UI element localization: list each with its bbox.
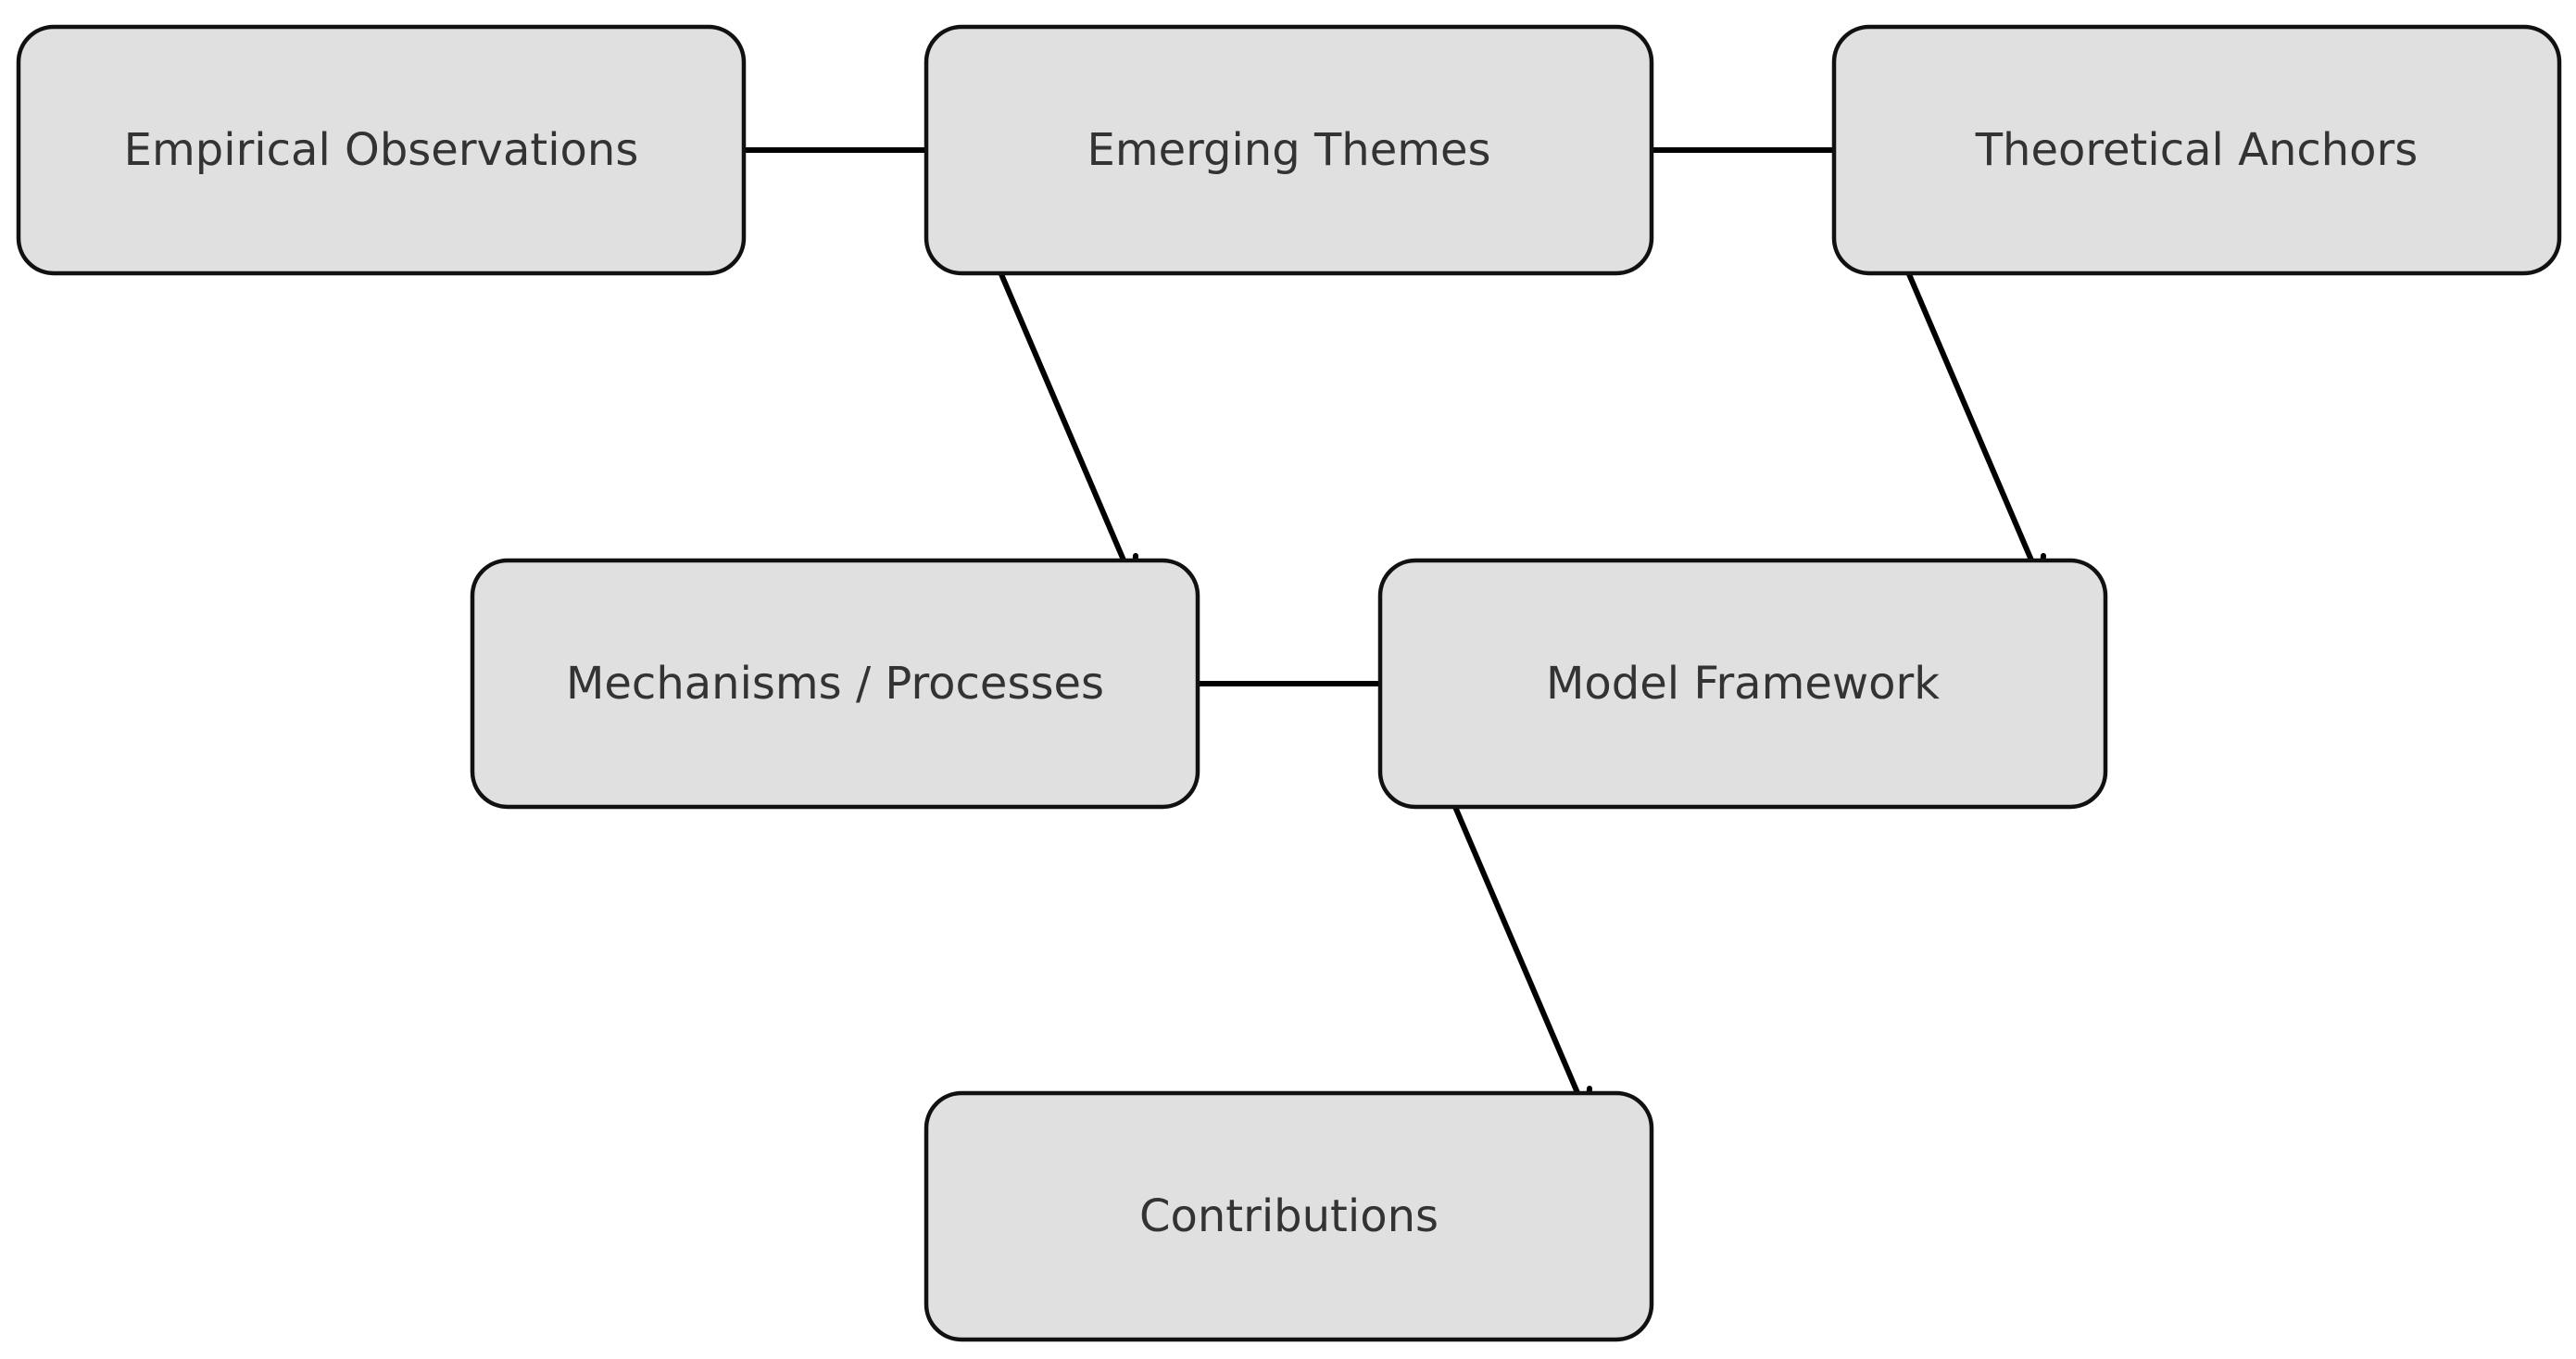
node-mechanisms-processes: Mechanisms / Processes [470, 558, 1200, 810]
edge-framework-to-contributions [1441, 778, 1592, 1119]
node-empirical-observations: Empirical Observations [16, 24, 747, 276]
node-contributions: Contributions [924, 1090, 1654, 1342]
node-box [1377, 558, 2108, 810]
node-theoretical-anchors: Theoretical Anchors [1831, 24, 2562, 276]
node-box [16, 24, 747, 276]
node-box [1831, 24, 2562, 276]
edge-anchors-to-framework [1895, 245, 2046, 586]
node-box [924, 24, 1654, 276]
edge-themes-to-mechanisms [987, 245, 1138, 586]
node-label: Theoretical Anchors [1975, 124, 2419, 176]
node-label: Model Framework [1546, 658, 1940, 710]
node-label: Emerging Themes [1087, 124, 1490, 176]
node-label: Mechanisms / Processes [566, 658, 1104, 710]
node-box [470, 558, 1200, 810]
node-emerging-themes: Emerging Themes [924, 24, 1654, 276]
node-box [924, 1090, 1654, 1342]
node-label: Empirical Observations [124, 124, 639, 176]
node-label: Contributions [1139, 1190, 1439, 1242]
node-model-framework: Model Framework [1377, 558, 2108, 810]
